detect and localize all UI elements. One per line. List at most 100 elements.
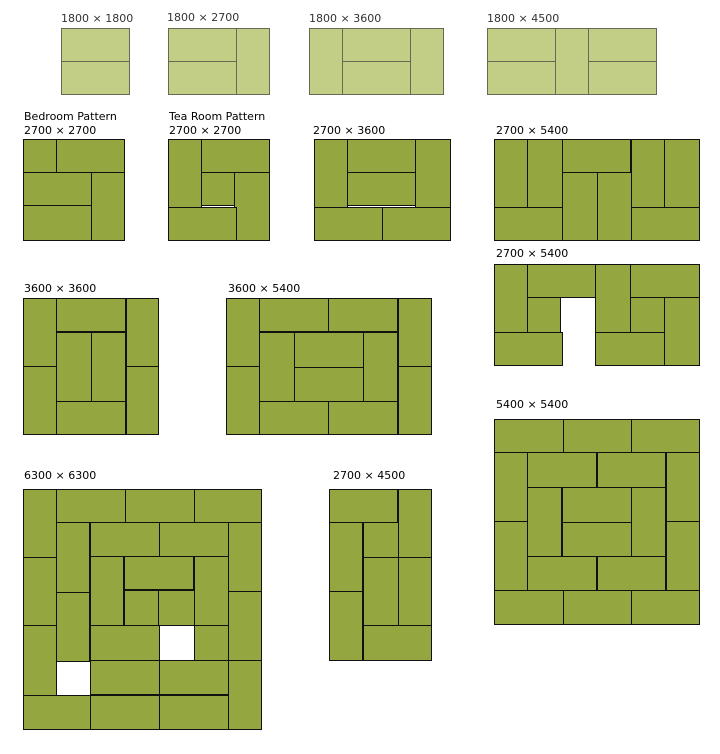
tatami-mat-light xyxy=(588,28,657,62)
tatami-mat xyxy=(494,590,564,625)
tatami-mat xyxy=(201,172,235,206)
tatami-mat xyxy=(328,401,398,435)
tatami-mat xyxy=(56,298,126,332)
tatami-mat xyxy=(595,264,631,333)
tatami-mat-light xyxy=(487,61,556,95)
tatami-mat xyxy=(226,298,260,367)
tatami-mat xyxy=(631,419,700,453)
tatami-mat xyxy=(329,522,363,592)
layout-size-label: 2700 × 3600 xyxy=(313,124,386,137)
layout-size-label: 3600 × 3600 xyxy=(24,282,97,295)
tatami-mat xyxy=(494,207,563,241)
tatami-mat-light xyxy=(61,61,130,95)
tatami-mat xyxy=(562,487,632,523)
tatami-mat xyxy=(347,139,416,173)
tatami-mat xyxy=(398,489,432,558)
tatami-mat xyxy=(597,452,666,488)
tatami-mat xyxy=(329,591,363,661)
tatami-mat xyxy=(664,139,700,208)
tatami-mat xyxy=(562,139,631,173)
tatami-mat xyxy=(234,172,270,241)
layout-name-label: Tea Room Pattern xyxy=(169,110,266,123)
tatami-mat xyxy=(56,522,90,593)
tatami-mat xyxy=(328,298,398,332)
tatami-mat xyxy=(398,557,432,626)
tatami-mat xyxy=(631,590,700,625)
tatami-mat xyxy=(23,139,57,173)
tatami-mat xyxy=(23,298,57,367)
tatami-mat xyxy=(126,298,159,367)
tatami-mat xyxy=(527,487,562,557)
tatami-mat xyxy=(363,522,399,558)
tatami-mat xyxy=(527,452,597,488)
tatami-mat xyxy=(595,332,665,366)
tatami-mat xyxy=(631,207,700,241)
tatami-mat xyxy=(294,332,364,368)
tatami-mat xyxy=(56,332,92,402)
tatami-mat xyxy=(631,139,665,208)
tatami-mat xyxy=(228,660,262,730)
tatami-mat-light xyxy=(342,28,411,62)
tatami-mat xyxy=(563,419,632,453)
tatami-mat xyxy=(91,172,125,241)
tatami-mat xyxy=(494,452,528,522)
tatami-mat xyxy=(630,297,665,333)
layout-name-label: Bedroom Pattern xyxy=(24,110,117,123)
tatami-mat xyxy=(159,522,229,557)
tatami-mat xyxy=(494,264,528,333)
tatami-mat xyxy=(23,695,91,730)
tatami-mat xyxy=(194,489,262,523)
tatami-mat xyxy=(90,695,160,730)
tatami-mat xyxy=(527,139,563,208)
tatami-mat xyxy=(562,522,632,557)
tatami-mat-light xyxy=(61,28,130,62)
layout-size-label: 1800 × 4500 xyxy=(487,12,560,25)
tatami-mat xyxy=(666,521,700,591)
tatami-mat xyxy=(158,590,195,626)
tatami-mat xyxy=(124,590,159,626)
tatami-mat xyxy=(363,557,399,626)
tatami-mat xyxy=(494,139,528,208)
tatami-mat xyxy=(125,489,195,523)
tatami-mat xyxy=(194,556,229,626)
tatami-mat xyxy=(494,419,564,453)
tatami-mat xyxy=(398,298,432,367)
tatami-mat xyxy=(666,452,700,522)
tatami-mat xyxy=(168,207,237,241)
layout-size-label: 2700 × 4500 xyxy=(333,469,406,482)
tatami-mat xyxy=(90,556,124,626)
tatami-mat xyxy=(494,521,528,591)
tatami-mat xyxy=(56,139,125,173)
layout-size-label: 2700 × 2700 xyxy=(24,124,97,137)
tatami-mat xyxy=(563,590,632,625)
tatami-mat xyxy=(363,332,398,402)
layout-size-label: 3600 × 5400 xyxy=(228,282,301,295)
tatami-mat xyxy=(56,489,126,523)
tatami-mat xyxy=(347,172,416,206)
tatami-mat xyxy=(228,591,262,661)
layout-size-label: 1800 × 2700 xyxy=(167,11,240,24)
layout-size-label: 1800 × 3600 xyxy=(309,12,382,25)
tatami-mat xyxy=(259,298,329,332)
tatami-mat xyxy=(382,207,451,241)
layout-size-label: 2700 × 5400 xyxy=(496,124,569,137)
tatami-mat xyxy=(562,172,598,241)
tatami-mat xyxy=(294,367,364,402)
tatami-mat xyxy=(494,332,563,366)
tatami-mat xyxy=(527,297,561,333)
tatami-mat xyxy=(23,489,57,558)
tatami-mat xyxy=(363,625,432,661)
tatami-mat xyxy=(527,556,597,591)
tatami-mat-light xyxy=(487,28,556,62)
layout-size-label: 2700 × 5400 xyxy=(496,247,569,260)
tatami-mat xyxy=(90,522,160,557)
tatami-mat xyxy=(126,366,159,435)
tatami-mat xyxy=(23,366,57,435)
tatami-mat-light xyxy=(555,28,589,95)
tatami-mat xyxy=(329,489,398,523)
tatami-mat-light xyxy=(588,61,657,95)
tatami-mat xyxy=(201,139,270,173)
tatami-mat xyxy=(527,264,596,298)
tatami-mat xyxy=(314,139,348,208)
